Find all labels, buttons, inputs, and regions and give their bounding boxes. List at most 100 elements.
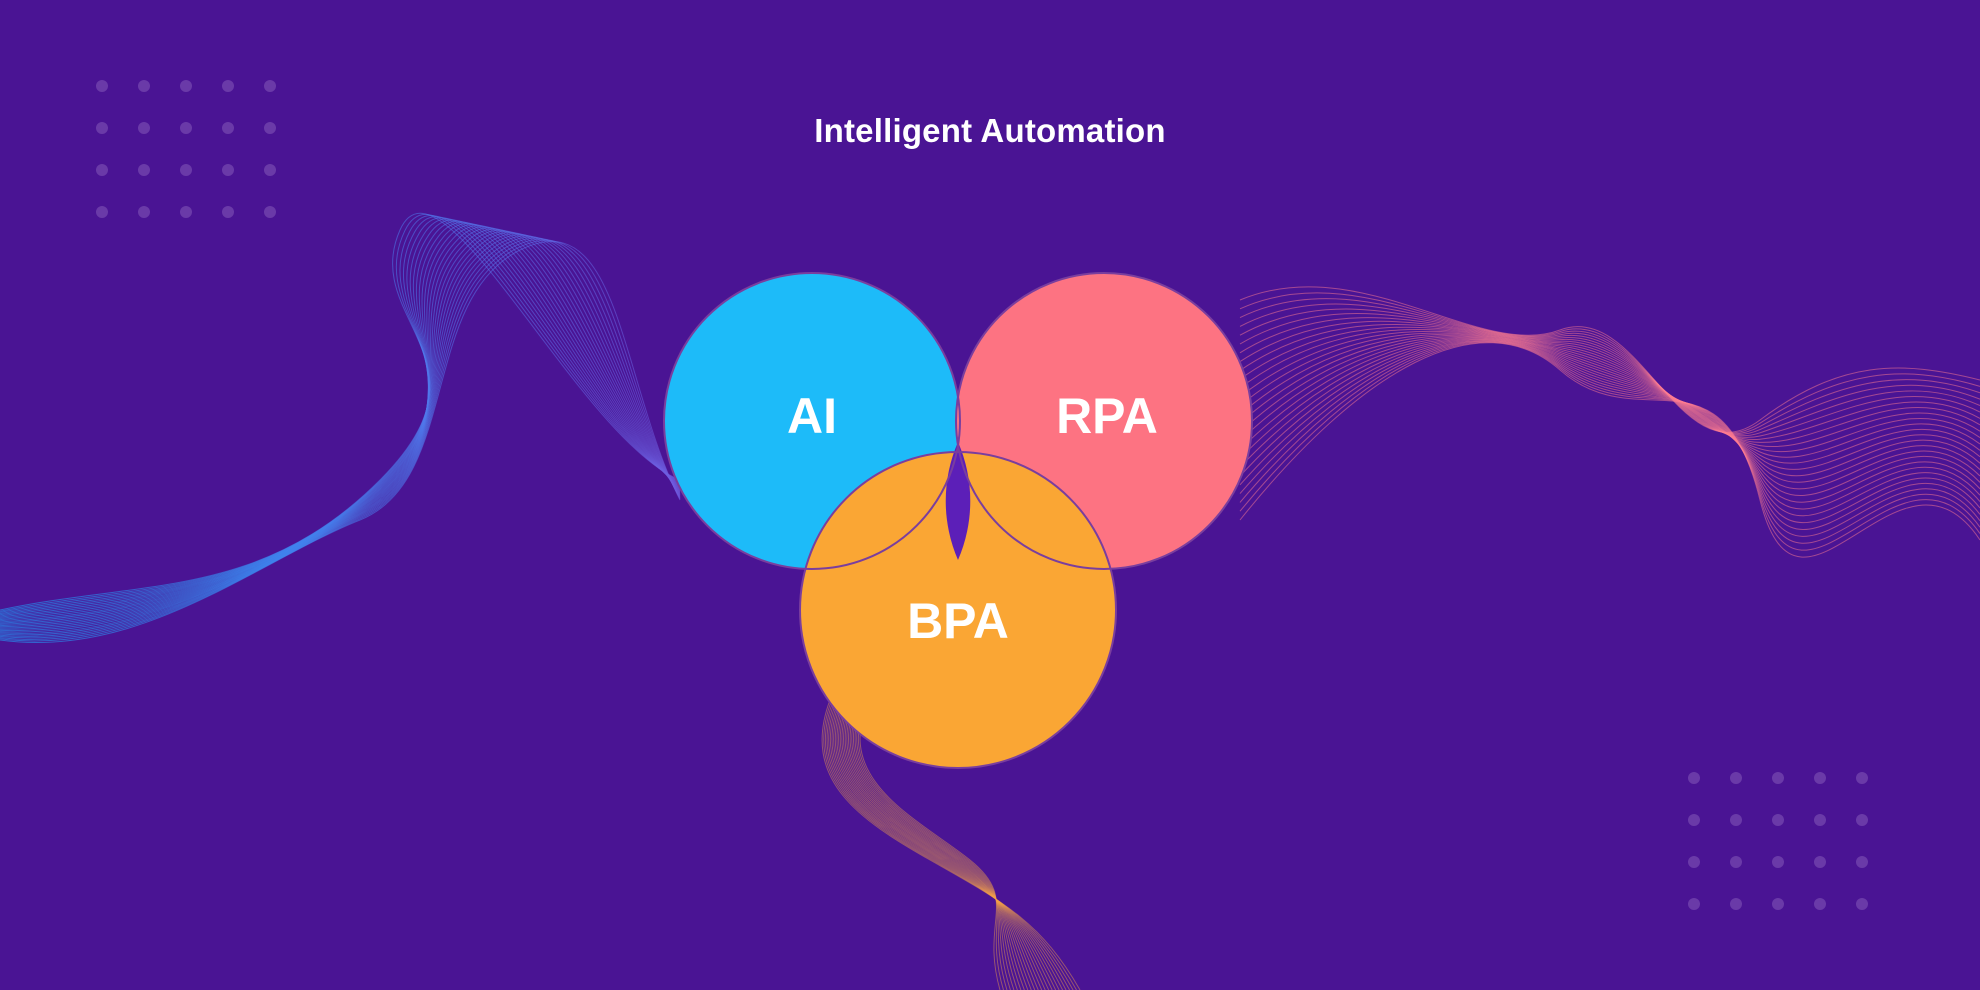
decorative-dot (264, 80, 276, 92)
decorative-dot (1856, 898, 1868, 910)
decorative-dot (1730, 772, 1742, 784)
decorative-dot (264, 164, 276, 176)
decorative-dot (1772, 772, 1784, 784)
wave-line (1239, 286, 1980, 433)
wave-line (846, 699, 1029, 990)
wave-line (0, 219, 681, 618)
venn-diagram: AI RPA BPA (663, 272, 1253, 769)
wave-line (833, 699, 1057, 990)
decorative-dot (222, 80, 234, 92)
wave-line (0, 228, 681, 628)
wave-line (0, 234, 681, 634)
wave-line (0, 212, 681, 611)
decorative-dot (180, 80, 192, 92)
wave-line (1239, 320, 1980, 443)
decorative-dot (264, 122, 276, 134)
wave-line (859, 699, 1001, 990)
ai-circle-outline (663, 272, 961, 570)
wave-line (854, 699, 1011, 990)
wave-line (836, 699, 1050, 990)
wave-line (1239, 313, 1980, 438)
decorative-dot (222, 164, 234, 176)
page-title: Intelligent Automation (814, 112, 1166, 149)
decorative-dot (1856, 772, 1868, 784)
decorative-dot (1814, 772, 1826, 784)
wave-line (0, 233, 681, 633)
decorative-dot (1856, 856, 1868, 868)
bottom-wave-lines (821, 699, 1081, 990)
wave-line (1239, 326, 1980, 453)
wave-line (843, 699, 1036, 990)
wave-line (848, 699, 1025, 990)
wave-line (0, 218, 681, 617)
wave-line (839, 699, 1043, 990)
decorative-dot (1772, 814, 1784, 826)
wave-line (1239, 292, 1980, 434)
decorative-dot (1772, 856, 1784, 868)
decorative-dot (1688, 814, 1700, 826)
wave-line (838, 699, 1046, 990)
decorative-dot (180, 206, 192, 218)
right-wave-lines (1239, 286, 1980, 558)
decorative-dot (1688, 772, 1700, 784)
decorative-dot (180, 164, 192, 176)
decorative-dot (1814, 856, 1826, 868)
wave-line (0, 229, 681, 629)
wave-line (1239, 308, 1980, 437)
wave-line (0, 240, 681, 642)
wave-line (0, 227, 681, 627)
wave-line (0, 236, 681, 637)
rpa-label: RPA (1056, 388, 1158, 444)
decorative-dot (96, 206, 108, 218)
wave-line (1239, 342, 1980, 558)
wave-line (844, 699, 1032, 990)
wave-line (0, 216, 681, 615)
wave-line (0, 221, 681, 621)
decorative-dot (1856, 814, 1868, 826)
wave-line (849, 699, 1022, 990)
decorative-dot (138, 80, 150, 92)
wave-line (0, 213, 681, 612)
wave-line (826, 699, 1071, 990)
wave-line (828, 699, 1067, 990)
decorative-dot (96, 80, 108, 92)
wave-line (1239, 303, 1980, 436)
wave-line (851, 699, 1018, 990)
rpa-circle-outline (955, 272, 1253, 570)
wave-line (834, 699, 1053, 990)
wave-line (0, 226, 681, 625)
decorative-dot (1814, 898, 1826, 910)
wave-line (0, 232, 681, 632)
wave-line (831, 699, 1060, 990)
decorative-dot (1772, 898, 1784, 910)
bpa-circle (800, 452, 1116, 768)
bpa-label: BPA (907, 593, 1009, 649)
decorative-dot (1814, 814, 1826, 826)
bpa-circle-outline (799, 451, 1117, 769)
wave-line (0, 237, 681, 639)
venn-outlines (663, 272, 1253, 769)
wave-line (0, 241, 681, 644)
decorative-dot (96, 164, 108, 176)
wave-line (0, 239, 681, 640)
wave-line (0, 225, 681, 624)
decorative-dot (222, 122, 234, 134)
decorative-dot (180, 122, 192, 134)
ai-label: AI (787, 388, 837, 444)
decorative-dot (264, 206, 276, 218)
left-wave-lines (0, 212, 681, 644)
wave-line (0, 220, 681, 619)
wave-line (856, 699, 1008, 990)
wave-line (823, 699, 1077, 990)
wave-line (1239, 317, 1980, 440)
wave-line (1239, 324, 1980, 448)
decorative-dot (1730, 814, 1742, 826)
wave-line (824, 699, 1074, 990)
decorative-dot (1688, 856, 1700, 868)
wave-line (821, 699, 1081, 990)
decorative-dot (96, 122, 108, 134)
decorative-dot (1730, 856, 1742, 868)
decorative-dot (138, 206, 150, 218)
wave-line (857, 699, 1004, 990)
